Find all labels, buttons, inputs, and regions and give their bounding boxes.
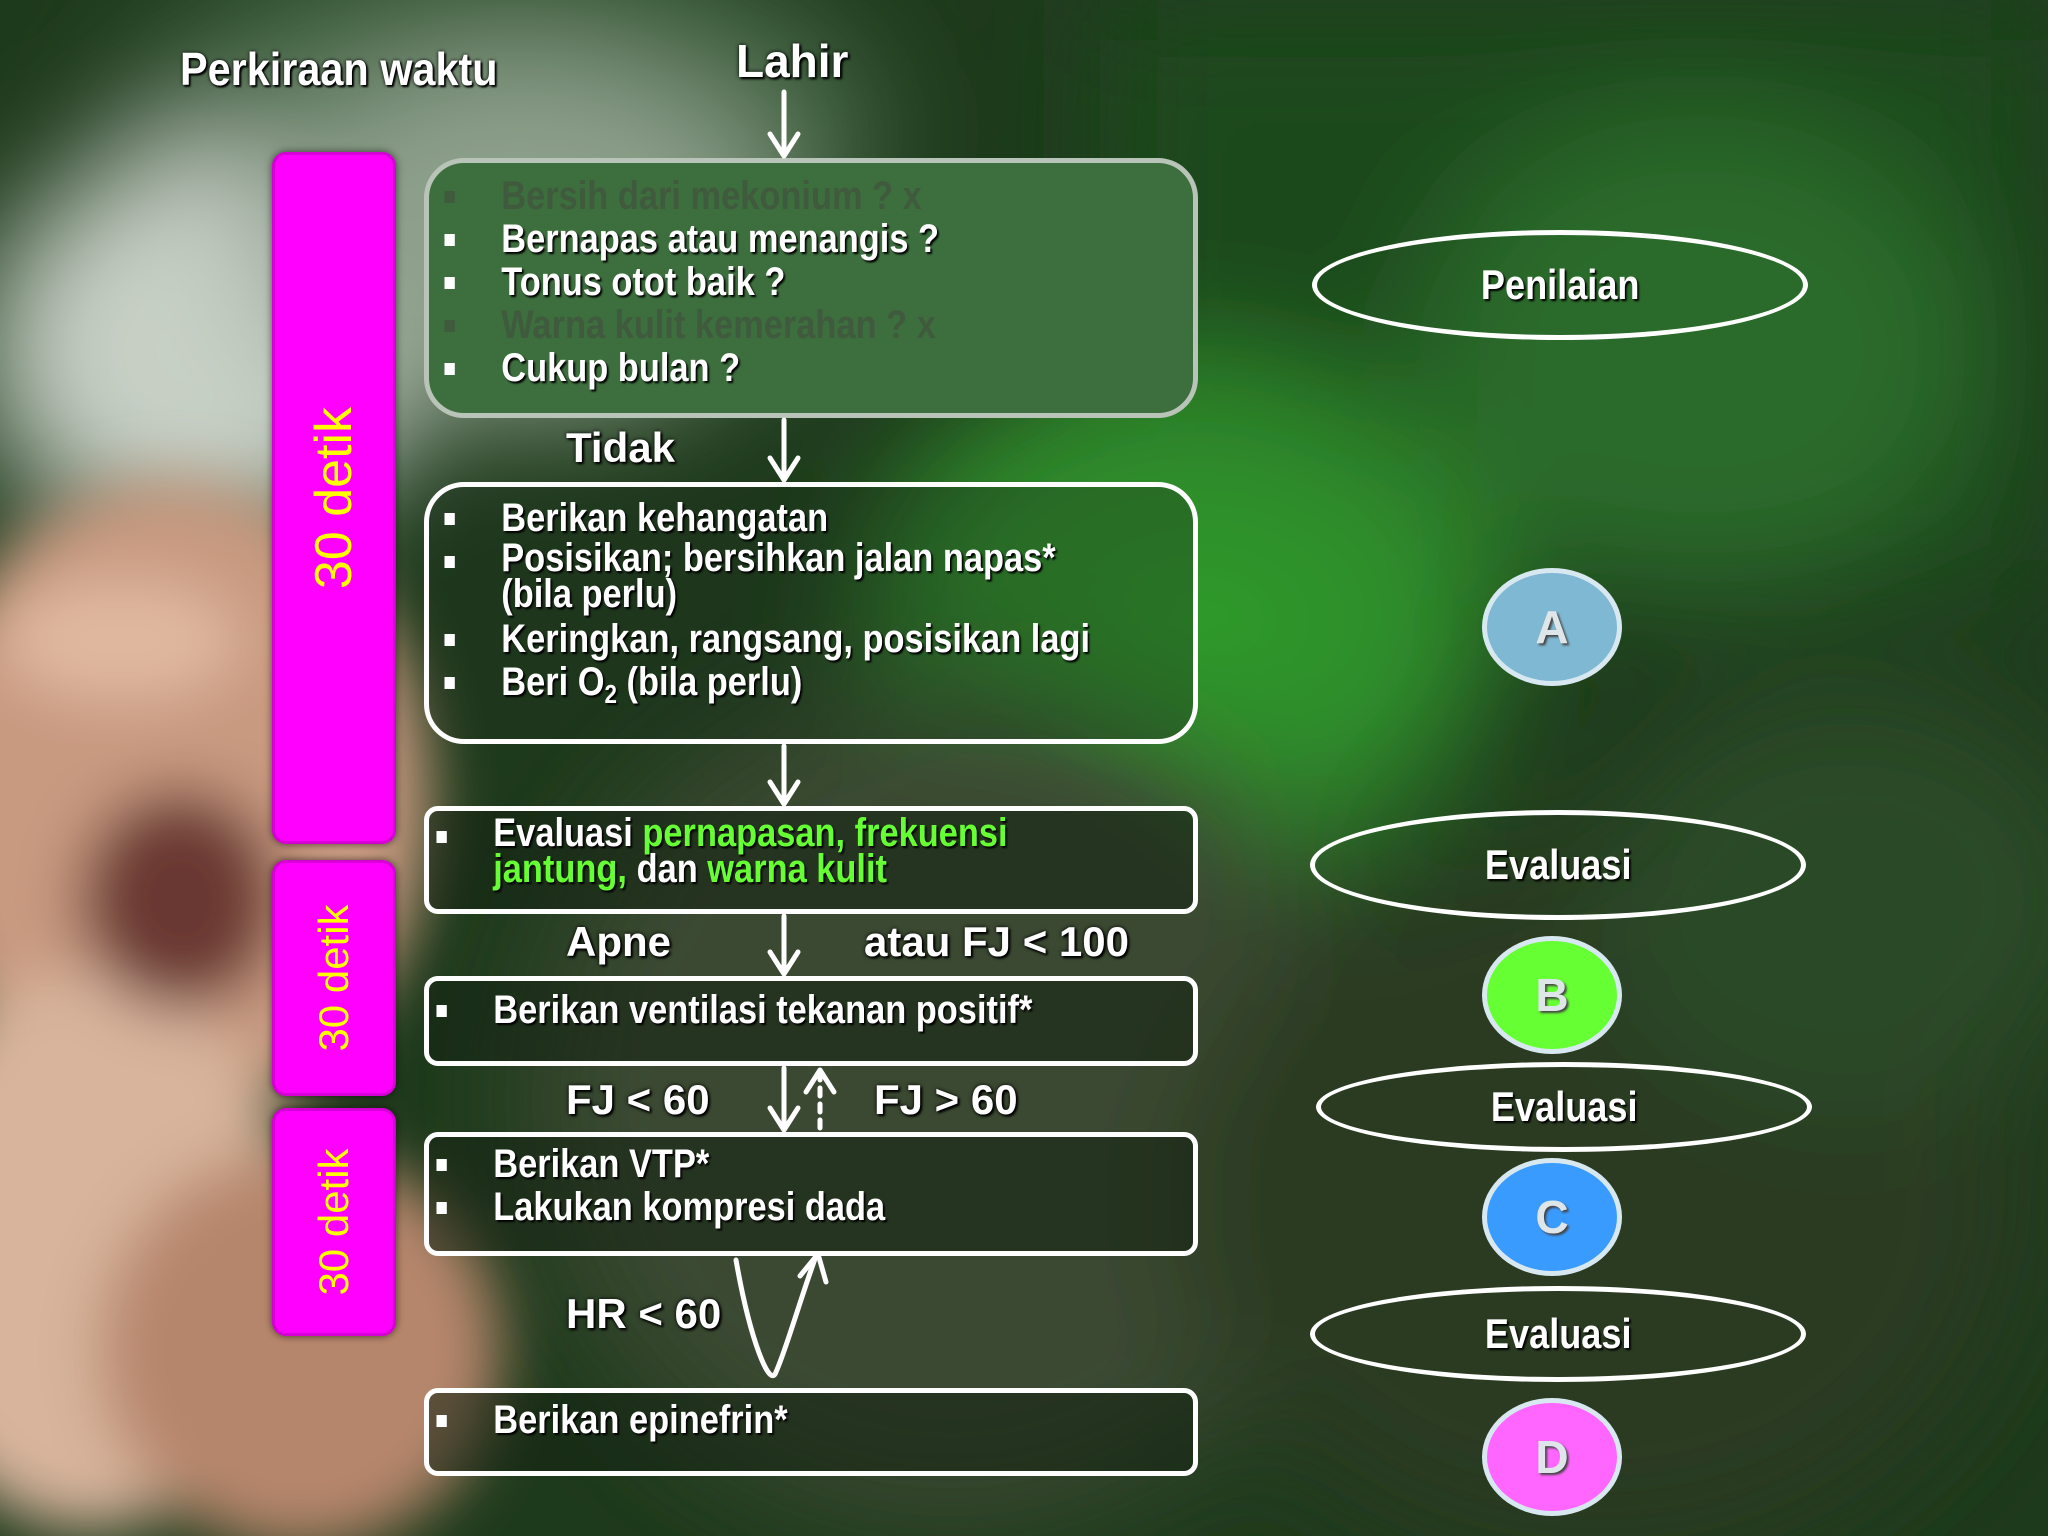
assessment-item-meconium: Bersih dari mekonium ? x (429, 175, 939, 218)
step-a-item-warmth: Berikan kehangatan (429, 497, 1090, 540)
assessment-item-tone: Tonus otot baik ? (429, 261, 939, 304)
penilaian-label: Penilaian (1480, 261, 1640, 308)
step-a-item-airway-text: Posisikan; bersihkan jalan napas* (501, 536, 1056, 580)
evaluation-middle: dan (636, 847, 698, 891)
penilaian-ellipse: Penilaian (1312, 230, 1808, 340)
step-a-box: Berikan kehangatan Posisikan; bersihkan … (424, 482, 1198, 744)
step-c-letter: C (1535, 1191, 1569, 1243)
evaluation-box: Evaluasi pernapasan, frekuensi jantung, … (424, 806, 1198, 914)
evaluation-list: Evaluasi pernapasan, frekuensi jantung, … (421, 813, 1103, 889)
time-bar-2: 30 detik (272, 860, 396, 1096)
step-a-item-dry: Keringkan, rangsang, posisikan lagi (429, 618, 1090, 661)
time-column-title: Perkiraan waktu (180, 43, 498, 95)
step-d-list: Berikan epinefrin* (421, 1399, 847, 1442)
start-label: Lahir (736, 35, 849, 87)
time-bar-2-label: 30 detik (310, 904, 357, 1052)
step-a-item-airway: Posisikan; bersihkan jalan napas* (bila … (429, 538, 1090, 614)
evaluation-highlight-2: jantung, (493, 847, 627, 891)
label-fj-lt-100: atau FJ < 100 (864, 918, 1129, 965)
step-c-item-compression: Lakukan kompresi dada (421, 1186, 885, 1229)
evaluasi-label-3: Evaluasi (1484, 1310, 1632, 1357)
assessment-item-breathing: Bernapas atau menangis ? (429, 218, 939, 261)
step-a-oxygen-note: (bila perlu) (626, 660, 803, 704)
step-b-item: Berikan ventilasi tekanan positif* (421, 989, 1032, 1032)
evaluation-item: Evaluasi pernapasan, frekuensi jantung, … (421, 813, 1008, 889)
step-d-circle: D (1482, 1398, 1622, 1516)
evaluasi-ellipse-1: Evaluasi (1310, 810, 1806, 920)
evaluasi-label-2: Evaluasi (1490, 1083, 1638, 1130)
assessment-item-color: Warna kulit kemerahan ? x (429, 304, 939, 347)
step-a-item-airway-note: (bila perlu) (501, 572, 678, 616)
step-d-item: Berikan epinefrin* (421, 1399, 788, 1442)
step-b-circle: B (1482, 936, 1622, 1054)
step-b-box: Berikan ventilasi tekanan positif* (424, 976, 1198, 1066)
assessment-item-term: Cukup bulan ? (429, 347, 939, 390)
step-b-list: Berikan ventilasi tekanan positif* (421, 989, 1132, 1032)
step-d-box: Berikan epinefrin* (424, 1388, 1198, 1476)
step-a-circle: A (1482, 568, 1622, 686)
step-d-letter: D (1535, 1431, 1569, 1483)
step-a-list: Berikan kehangatan Posisikan; bersihkan … (429, 497, 1198, 716)
assessment-box: Bersih dari mekonium ? x Bernapas atau m… (424, 158, 1198, 418)
label-tidak: Tidak (566, 424, 675, 471)
time-bar-3: 30 detik (272, 1108, 396, 1336)
step-c-circle: C (1482, 1158, 1622, 1276)
label-apne: Apne (566, 918, 671, 965)
label-fj-lt-60: FJ < 60 (566, 1076, 710, 1123)
time-bar-3-label: 30 detik (310, 1148, 357, 1296)
step-b-letter: B (1535, 969, 1569, 1021)
assessment-list: Bersih dari mekonium ? x Bernapas atau m… (429, 175, 1022, 390)
step-a-letter: A (1535, 601, 1569, 653)
step-c-box: Berikan VTP* Lakukan kompresi dada (424, 1132, 1198, 1256)
step-c-list: Berikan VTP* Lakukan kompresi dada (421, 1143, 961, 1229)
evaluation-highlight-3: warna kulit (707, 847, 887, 891)
time-bar-1: 30 detik (272, 152, 396, 844)
step-a-oxygen-subscript: 2 (604, 679, 617, 709)
label-fj-gt-60: FJ > 60 (874, 1076, 1018, 1123)
evaluasi-label-1: Evaluasi (1484, 841, 1632, 888)
time-bar-1-label: 30 detik (305, 406, 363, 590)
evaluasi-ellipse-2: Evaluasi (1316, 1062, 1812, 1152)
evaluation-prefix: Evaluasi (493, 811, 633, 855)
label-hr-lt-60: HR < 60 (566, 1290, 722, 1337)
evaluasi-ellipse-3: Evaluasi (1310, 1286, 1806, 1382)
step-a-item-oxygen: Beri O2 (bila perlu) (429, 661, 1090, 716)
step-a-oxygen-text: Beri O (501, 660, 605, 704)
step-c-item-vtp: Berikan VTP* (421, 1143, 885, 1186)
